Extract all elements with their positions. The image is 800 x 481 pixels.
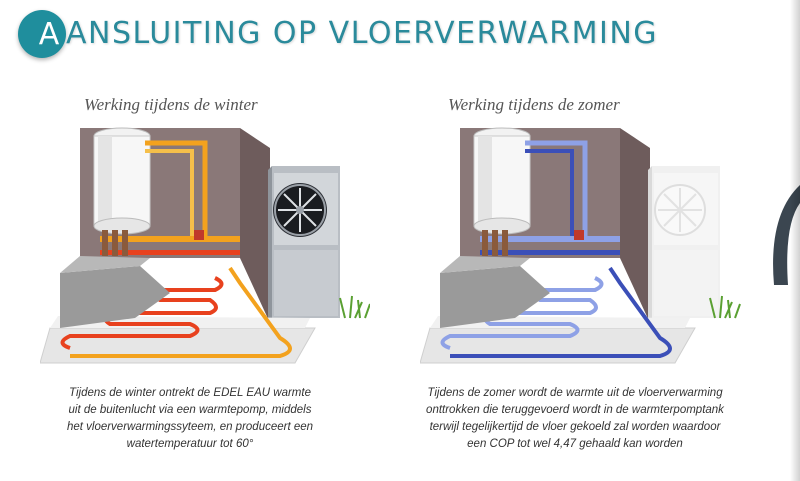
winter-caption-line: watertemperatuur tot 60° [126, 438, 254, 450]
title-badge: A [18, 10, 66, 58]
summer-concrete [440, 266, 550, 328]
page-title: ANSLUITING OP VLOERVERWARMING [66, 16, 659, 51]
title-badge-letter: A [38, 16, 60, 52]
grass-icon [339, 295, 370, 319]
boiler-icon [93, 127, 151, 235]
summer-wall-side [620, 128, 650, 323]
summer-loop-dark [450, 266, 672, 358]
summer-caption-line: Tijdens de zomer wordt de warmte uit de … [427, 387, 723, 399]
winter-loop-orange [70, 266, 292, 358]
winter-caption-line: uit de buitenlucht via een warmtepomp, m… [68, 404, 312, 416]
summer-caption-line: een COP tot wel 4,47 gehaald kan worden [467, 438, 683, 450]
summer-illustration [420, 127, 741, 364]
heat-pump-icon [648, 166, 720, 322]
winter-caption-line: Tijdens de winter ontrekt de EDEL EAU wa… [69, 387, 311, 399]
summer-caption-line: onttrokken die teruggevoerd wordt in de … [426, 404, 724, 416]
winter-illustration [40, 127, 370, 364]
manifold-icon [482, 230, 584, 256]
winter-wall-side [240, 128, 270, 323]
winter-loop-red [60, 276, 224, 350]
manifold-icon [102, 230, 204, 256]
summer-loop-light [440, 276, 604, 350]
page-edge-shadow [790, 0, 800, 481]
summer-caption: Tijdens de zomer wordt de warmte uit de … [410, 385, 740, 453]
summer-heading: Werking tijdens de zomer [448, 95, 620, 114]
fan-icon [273, 183, 327, 237]
winter-heading: Werking tijdens de winter [84, 95, 258, 114]
heat-pump-icon [268, 166, 340, 322]
boiler-icon [473, 127, 531, 235]
winter-caption: Tijdens de winter ontrekt de EDEL EAU wa… [40, 385, 340, 453]
decorative-arc [773, 185, 800, 285]
summer-caption-line: terwijl tegelijkertijd de vloer gekoeld … [429, 421, 721, 433]
winter-caption-line: het vloerverwarmingssyteem, en produceer… [66, 421, 314, 433]
winter-concrete [60, 266, 170, 328]
fan-icon [654, 184, 706, 236]
grass-icon [709, 295, 741, 319]
